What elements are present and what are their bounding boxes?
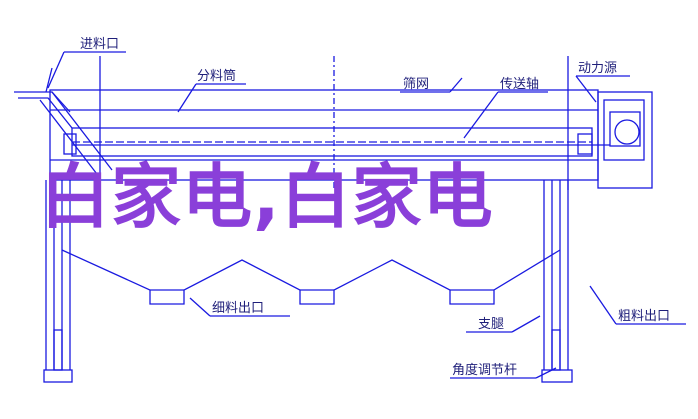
inlet-hopper <box>14 67 113 179</box>
power-source <box>592 91 653 189</box>
leader-lines <box>47 51 686 379</box>
label-angle-rod: 角度调节杆 <box>452 362 517 378</box>
outlet-hoppers <box>61 249 561 305</box>
label-power-source: 动力源 <box>578 61 617 76</box>
label-drive-shaft: 传送轴 <box>500 77 539 92</box>
label-fine-outlet: 细料出口 <box>212 301 264 316</box>
screen-cylinder <box>63 127 593 157</box>
main-frame <box>49 56 599 190</box>
watermark-text: 白家电,白家电 <box>40 156 494 238</box>
label-coarse-outlet: 粗料出口 <box>618 309 670 324</box>
label-support-leg: 支腿 <box>478 317 504 332</box>
support-legs <box>43 180 573 383</box>
label-inlet: 进料口 <box>80 37 119 52</box>
label-screen-cylinder: 分料筒 <box>197 68 236 84</box>
label-screen-mesh: 筛网 <box>403 77 429 92</box>
